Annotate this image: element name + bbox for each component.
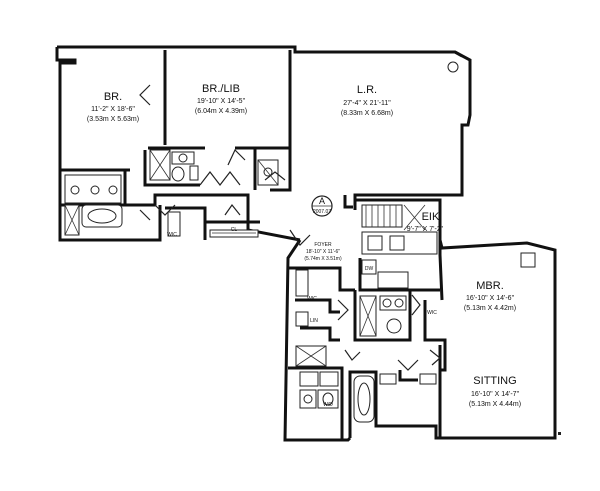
room-labels: BR. 11'-2" X 18'-6" (3.53m X 5.63m) BR./…: [87, 83, 521, 408]
dw-label: DW: [365, 266, 374, 272]
lin-label: LIN: [310, 318, 318, 324]
unit-marker: A 2007.07: [311, 195, 333, 217]
lr-name: L.R.: [357, 84, 377, 96]
br-lib-dim-imperial: 19'-10" X 14'-5": [197, 98, 246, 105]
foyer-dim-imperial: 18'-10" X 11'-6": [306, 249, 340, 255]
wic-label-1: WIC: [167, 232, 177, 238]
wd-label: W/D: [323, 402, 333, 408]
unit-marker-letter: A: [319, 196, 325, 206]
sitting-dim-imperial: 16'-10" X 14'-7": [471, 391, 520, 398]
fixtures: [64, 61, 561, 435]
br-dim-metric: (3.53m X 5.63m): [87, 116, 139, 123]
unit-marker-code: 2007.07: [313, 209, 331, 215]
eik-dim-imperial: 9'-7" X 7'-2": [407, 226, 444, 233]
br-name: BR.: [104, 91, 122, 103]
wic-label-3: WIC: [427, 310, 437, 316]
cl-label: CL: [231, 227, 238, 233]
br-dim-imperial: 11'-2" X 18'-6": [91, 106, 135, 113]
foyer-dim-metric: (5.74m X 3.51m): [304, 256, 342, 262]
br-lib-dim-metric: (6.04m X 4.39m): [195, 108, 247, 115]
mbr-name: MBR.: [476, 280, 504, 292]
mbr-dim-imperial: 16'-10" X 14'-6": [466, 295, 515, 302]
interior-walls: [60, 50, 447, 440]
foyer-name: FOYER: [314, 242, 332, 248]
br-lib-name: BR./LIB: [202, 83, 240, 95]
sitting-dim-metric: (5.13m X 4.44m): [469, 401, 521, 408]
wic-label-2: WIC: [307, 296, 317, 302]
lr-dim-metric: (8.33m X 6.68m): [341, 110, 393, 117]
sitting-name: SITTING: [473, 375, 516, 387]
doors: [139, 84, 441, 371]
lr-dim-imperial: 27'-4" X 21'-11": [343, 100, 391, 107]
eik-name: EIK.: [422, 211, 443, 223]
mbr-dim-metric: (5.13m X 4.42m): [464, 305, 516, 312]
exterior-walls: [55, 45, 557, 442]
